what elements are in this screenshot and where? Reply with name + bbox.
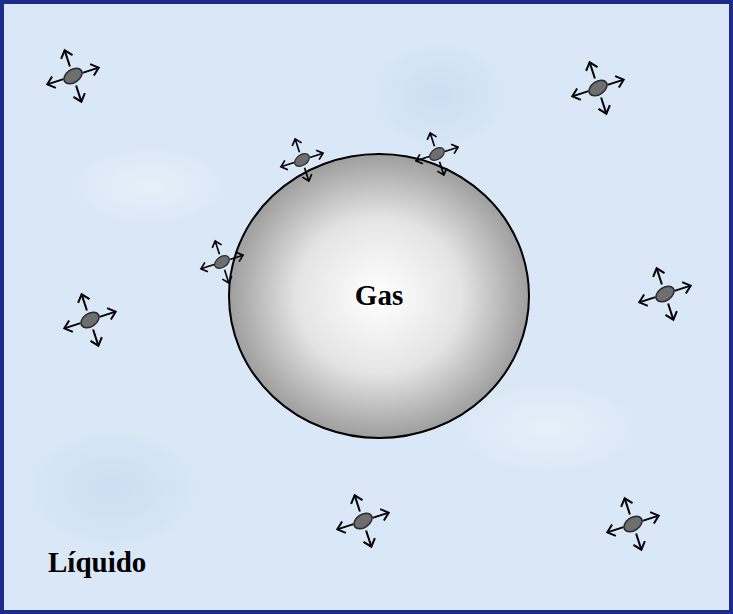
bubble-shape [229,154,529,438]
molecule [631,260,699,328]
surface-molecule [274,132,330,188]
phase-label: Gas [355,280,403,312]
surface-molecule [409,126,465,182]
region-label: Líquido [48,547,146,579]
gas-bubble: Gas [228,153,530,439]
molecule [599,490,667,558]
molecule [564,54,632,122]
molecule [39,42,107,110]
molecule [329,487,397,555]
molecule [56,286,124,354]
surface-molecule [194,234,250,290]
